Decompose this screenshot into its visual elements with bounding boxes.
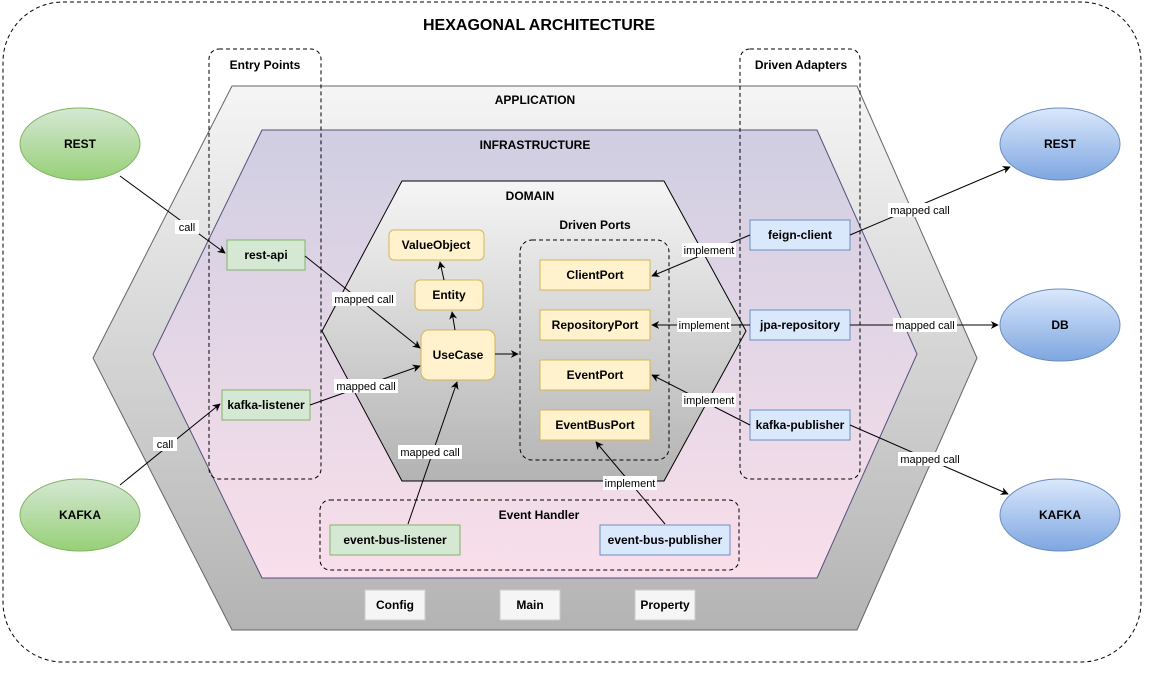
use-case-label: UseCase (433, 348, 484, 362)
event-bus-listener-node[interactable] (329, 524, 461, 556)
edge-label-implement-jpa: implement (679, 320, 730, 332)
event-bus-publisher-label: event-bus-publisher (608, 533, 723, 547)
edge-label-bg (332, 292, 396, 306)
entity-node[interactable] (414, 279, 484, 311)
event-bus-listener-label: event-bus-listener (343, 533, 447, 547)
kafka-publisher-node[interactable] (749, 409, 851, 441)
event-bus-publisher-node[interactable] (599, 524, 731, 556)
edge-label-bg (888, 203, 952, 217)
rest-api-label: rest-api (244, 248, 287, 262)
kafka-listener-node[interactable] (221, 389, 311, 421)
rest-client-label: REST (64, 137, 97, 151)
edge-rest-to-rest-api (119, 175, 226, 254)
jpa-repository-label: jpa-repository (759, 318, 840, 332)
driven-adapters-group (739, 48, 861, 480)
rest-client-ellipse[interactable] (19, 107, 141, 181)
event-handler-label: Event Handler (499, 508, 580, 522)
edge-label-mapped-kafka-publisher: mapped call (900, 454, 959, 466)
entry-points-group (208, 48, 322, 480)
edge-label-bg (893, 318, 957, 332)
edge-label-implement-feign: implement (684, 245, 735, 257)
event-port-label: EventPort (567, 368, 624, 382)
domain-label: DOMAIN (506, 189, 555, 203)
rest-api-node[interactable] (226, 239, 306, 271)
feign-client-node[interactable] (749, 219, 851, 251)
application-label: APPLICATION (495, 93, 575, 107)
edge-usecase-to-entity (449, 311, 458, 331)
driven-ports-label: Driven Ports (559, 218, 631, 232)
edge-label-bg (603, 476, 657, 490)
rest-server-label: REST (1044, 137, 1077, 151)
property-label: Property (640, 598, 690, 612)
event-bus-port-label: EventBusPort (555, 418, 634, 432)
kafka-source-ellipse[interactable] (19, 478, 141, 552)
edge-label-bg (334, 379, 398, 393)
property-node[interactable] (634, 589, 696, 621)
main-node[interactable] (499, 589, 561, 621)
config-label: Config (376, 598, 414, 612)
rest-server-ellipse[interactable] (999, 107, 1121, 181)
edge-label-mapped-kafka-listener: mapped call (336, 381, 395, 393)
edge-entity-to-valueobject (437, 261, 446, 281)
main-label: Main (516, 598, 543, 612)
client-port-node[interactable] (539, 259, 651, 291)
event-port-node[interactable] (539, 359, 651, 391)
edge-label-bg (175, 220, 199, 234)
page-title: HEXAGONAL ARCHITECTURE (423, 17, 655, 34)
driven-ports-group (519, 239, 670, 461)
edge-label-mapped-feign: mapped call (890, 205, 949, 217)
infrastructure-label: INFRASTRUCTURE (480, 138, 591, 152)
feign-client-label: feign-client (768, 228, 832, 242)
edge-label-mapped-event-bus: mapped call (400, 447, 459, 459)
kafka-publisher-label: kafka-publisher (756, 418, 845, 432)
kafka-listener-label: kafka-listener (227, 398, 305, 412)
edge-label-implement-kafka: implement (684, 395, 735, 407)
use-case-node[interactable] (420, 329, 496, 381)
driven-adapters-label: Driven Adapters (755, 58, 848, 72)
edge-label-bg (682, 243, 736, 257)
edge-label-bg (682, 393, 736, 407)
edge-feign-to-rest (849, 166, 1011, 236)
value-object-label: ValueObject (402, 238, 471, 252)
kafka-source-label: KAFKA (59, 508, 101, 522)
edge-label-mapped-rest-api: mapped call (334, 294, 393, 306)
edge-label-implement-event-bus: implement (605, 478, 656, 490)
kafka-sink-label: KAFKA (1039, 508, 1081, 522)
config-node[interactable] (364, 589, 426, 621)
repository-port-label: RepositoryPort (552, 318, 639, 332)
edge-label-call-rest: call (179, 222, 196, 234)
jpa-repository-node[interactable] (749, 309, 851, 341)
db-ellipse[interactable] (999, 288, 1121, 362)
entry-points-label: Entry Points (230, 58, 301, 72)
edge-label-mapped-jpa: mapped call (895, 320, 954, 332)
entity-label: Entity (432, 288, 466, 302)
event-handler-group (319, 499, 740, 571)
event-bus-port-node[interactable] (539, 409, 651, 441)
client-port-label: ClientPort (566, 268, 623, 282)
db-label: DB (1051, 318, 1069, 332)
repository-port-node[interactable] (539, 309, 651, 341)
edge-label-bg (398, 445, 462, 459)
edge-label-call-kafka: call (157, 439, 174, 451)
value-object-node[interactable] (388, 229, 485, 261)
edge-label-bg (677, 318, 731, 332)
edge-label-bg (898, 452, 962, 466)
edge-label-bg (153, 437, 177, 451)
kafka-sink-ellipse[interactable] (999, 478, 1121, 552)
